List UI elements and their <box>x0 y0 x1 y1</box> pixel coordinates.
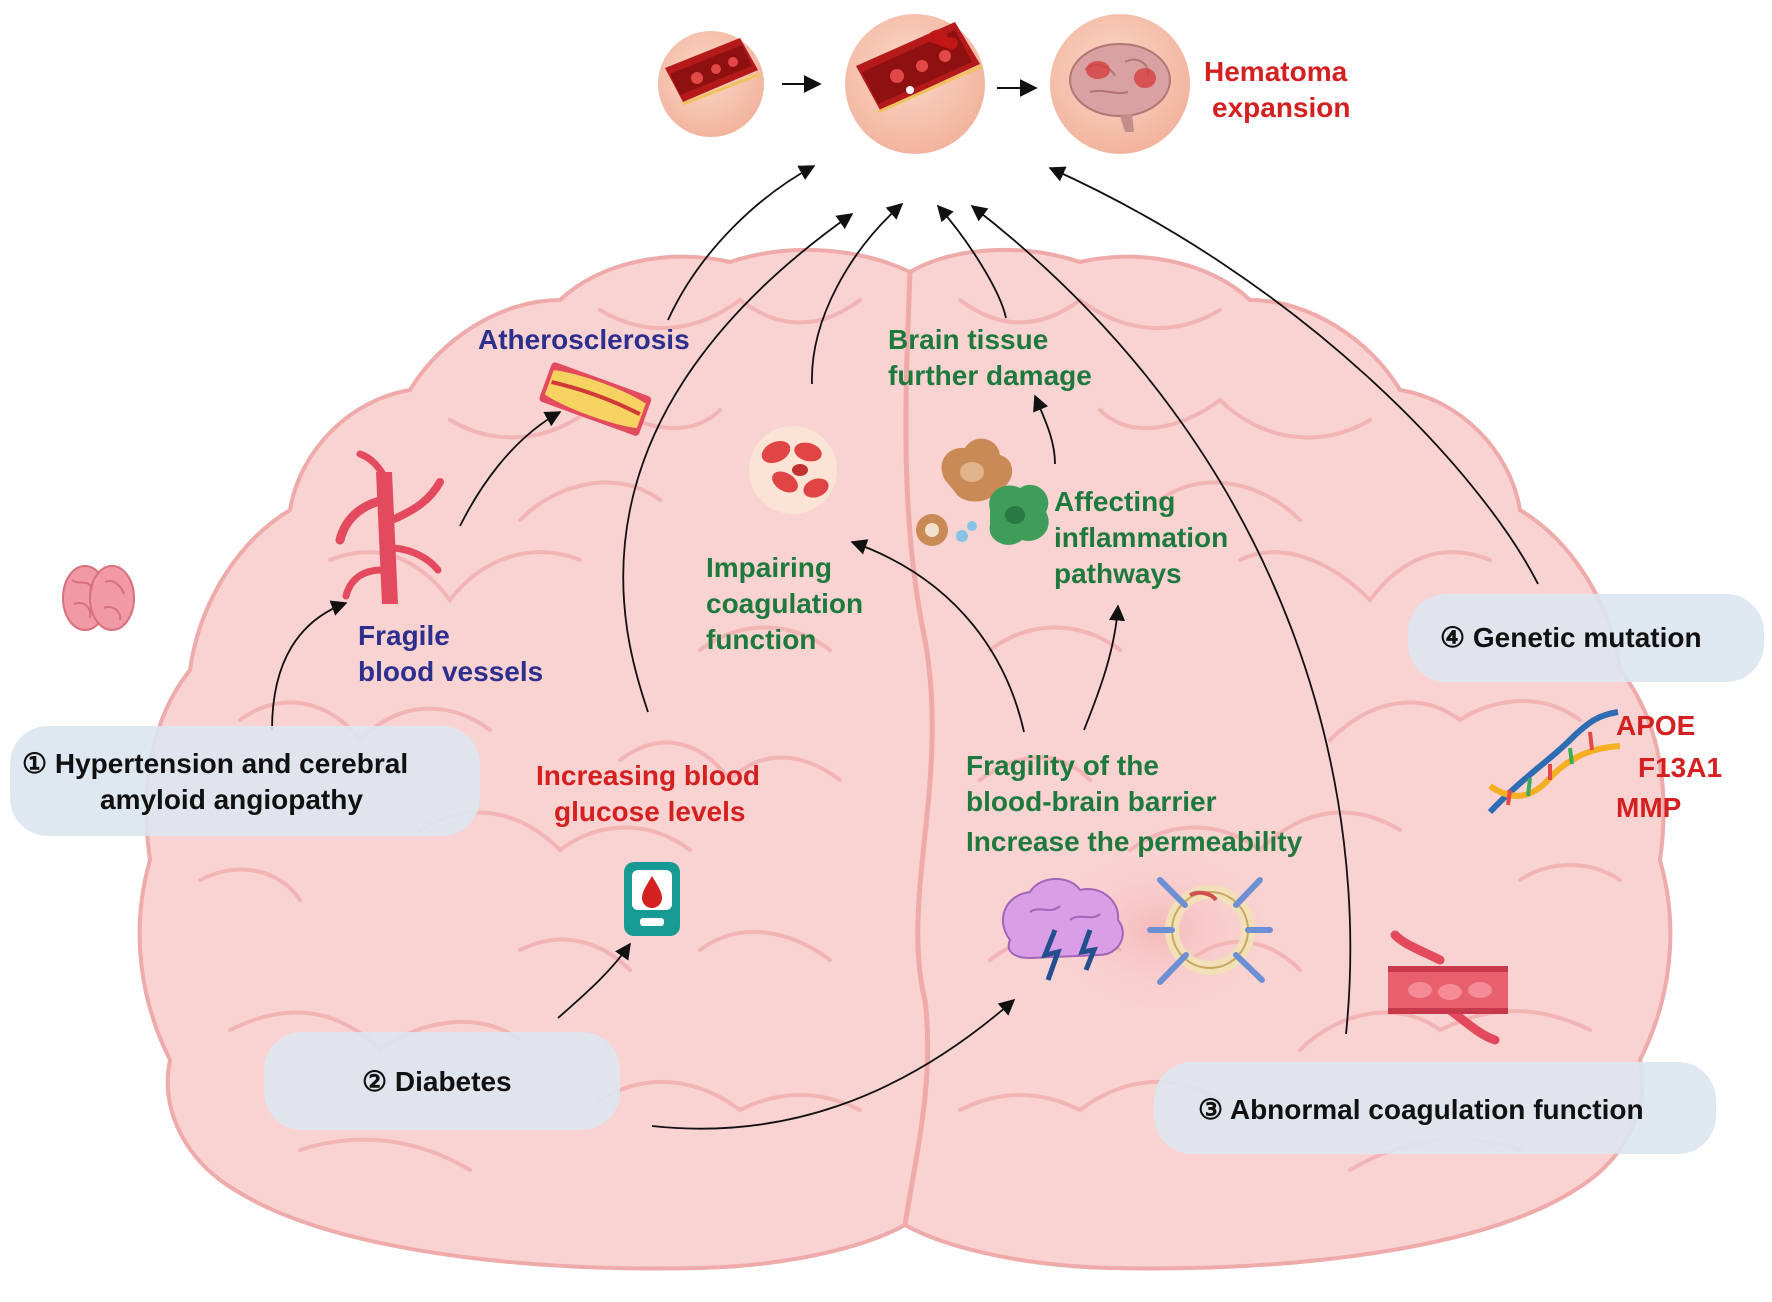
arrow-genetic-to-top <box>1048 166 1539 585</box>
brain-lightning-icon <box>1001 878 1124 981</box>
arrow-inflammation-to-damage <box>1033 394 1056 465</box>
fragile-vessels-line1: Fragile <box>358 620 450 651</box>
arrow-vessels-to-atherosclerosis <box>459 411 562 527</box>
arrow-glucose-to-top <box>622 213 854 713</box>
bbb-line3: Increase the permeability <box>966 826 1303 857</box>
inflammation-line2: inflammation <box>1054 522 1229 553</box>
arrow-damage-to-top <box>936 204 1007 319</box>
inflammation-line1: Affecting <box>1054 486 1176 517</box>
inflammation-line3: pathways <box>1054 558 1182 589</box>
atherosclerosis-label: Atherosclerosis <box>478 324 690 355</box>
brain-damage-line2: further damage <box>888 360 1092 391</box>
hypertension-line2: amyloid angiopathy <box>100 784 363 815</box>
connector-arrows <box>271 165 1539 1130</box>
fragile-vessels-line2: blood vessels <box>358 656 544 687</box>
coagulation-factor-box <box>1154 1062 1716 1154</box>
hypertension-factor-box <box>10 726 480 836</box>
bbb-line2: blood-brain barrier <box>966 786 1217 817</box>
diabetes-label: ② Diabetes <box>362 1066 512 1097</box>
arrow-diabetes-to-glucose <box>557 942 631 1019</box>
genetic-label: ④ Genetic mutation <box>1440 622 1702 653</box>
vessel-bleeding-icon <box>845 14 985 154</box>
gene-f13a1: F13A1 <box>1638 752 1723 783</box>
blood-vessel-icon <box>1388 930 1508 1045</box>
genetic-factor-box <box>1408 594 1764 682</box>
impairing-coagulation-line2: coagulation <box>706 588 864 619</box>
hemorrhagic-brain-icon <box>1050 14 1190 154</box>
immune-cells-icon <box>916 438 1049 546</box>
glucose-line1: Increasing blood <box>536 760 761 791</box>
arrow-atherosclerosis-to-top <box>667 165 816 321</box>
arrow-coagulation-to-top <box>811 202 904 385</box>
bbb-line1: Fragility of the <box>966 750 1159 781</box>
gene-apoe: APOE <box>1616 710 1696 741</box>
impairing-coagulation-line1: Impairing <box>706 552 833 583</box>
brain-damage-line1: Brain tissue <box>888 324 1049 355</box>
red-blood-cells-icon <box>749 426 837 514</box>
arrow-bbb-to-coagulation <box>850 539 1025 733</box>
blood-brain-barrier-icon <box>1147 877 1273 985</box>
arrow-bbb-to-inflammation <box>1083 604 1126 731</box>
coagulation-label: ③ Abnormal coagulation function <box>1198 1094 1644 1125</box>
outcome-line1: Hematoma <box>1204 56 1348 87</box>
vessel-rupture-icon <box>658 31 764 137</box>
plaque-artery-icon <box>539 362 652 436</box>
artery-icon <box>335 450 444 604</box>
brain-top-icon <box>62 565 135 631</box>
impairing-coagulation-line3: function <box>706 624 817 655</box>
hypertension-line1: ① Hypertension and cerebral <box>22 748 409 779</box>
glucose-meter-icon <box>624 862 680 936</box>
arrow-coagulation-factor-to-top <box>970 205 1352 1035</box>
diabetes-factor-box <box>264 1032 620 1130</box>
arrow-hypertension-to-vessels <box>271 600 348 731</box>
dna-helix-icon <box>1487 709 1621 815</box>
outcome-line2: expansion <box>1212 92 1351 123</box>
glucose-line2: glucose levels <box>554 796 746 827</box>
arrow-diabetes-to-bbb <box>651 998 1016 1130</box>
gene-mmp: MMP <box>1616 792 1682 823</box>
